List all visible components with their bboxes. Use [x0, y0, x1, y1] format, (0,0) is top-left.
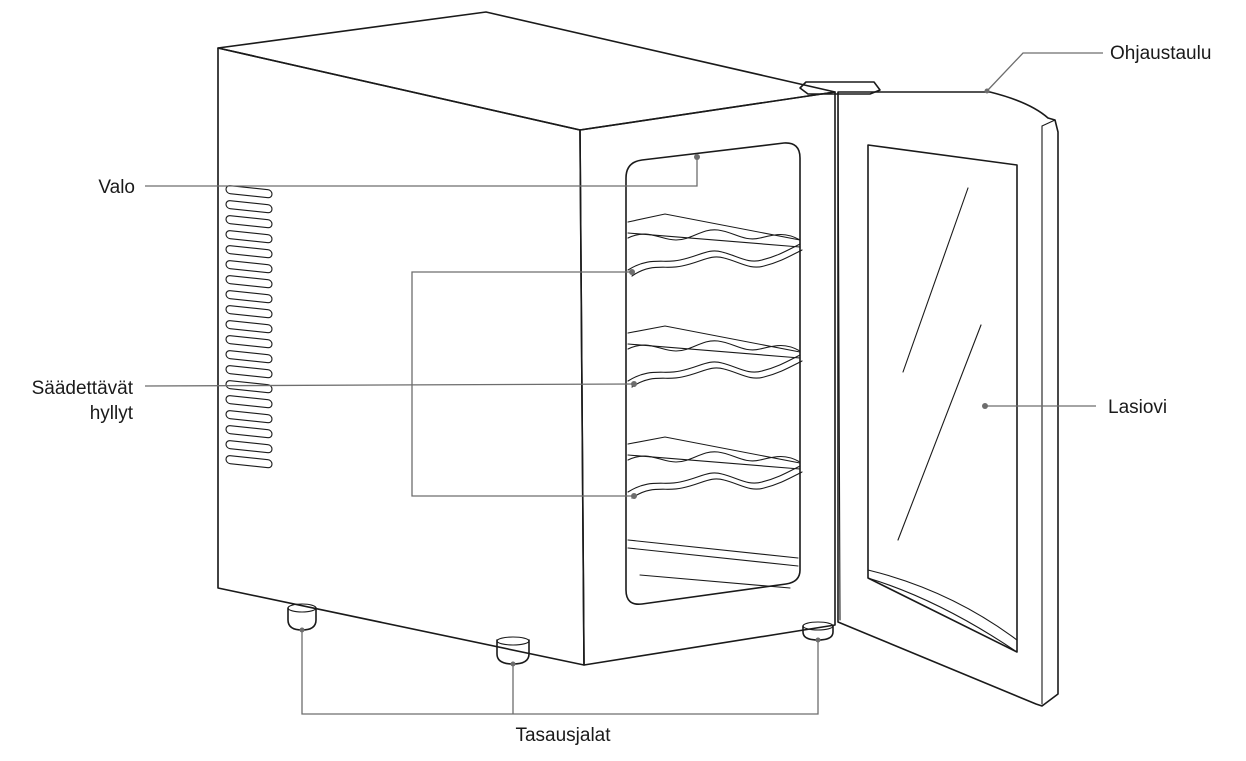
vent-slot — [225, 335, 273, 349]
callout-leaders — [144, 52, 1103, 715]
wine-rack-3 — [627, 436, 803, 499]
ventilation-grille — [225, 185, 273, 469]
vent-slot — [225, 350, 273, 364]
door-outer-frame — [837, 91, 1059, 707]
control-panel-housing — [799, 81, 881, 95]
vent-slot — [225, 395, 273, 409]
label-adjustable-shelves-line2: hyllyt — [90, 403, 134, 424]
label-leveling-feet: Tasausjalat — [515, 725, 611, 746]
vent-slot — [225, 440, 273, 454]
vent-slot — [225, 260, 273, 274]
vent-slot — [225, 245, 273, 259]
label-control-panel: Ohjaustaulu — [1110, 43, 1211, 64]
wine-rack-2 — [627, 325, 803, 388]
cabinet-body — [217, 11, 881, 666]
glass-reflection-2 — [897, 324, 982, 541]
glass-reflection-1 — [902, 187, 969, 373]
feet-bracket — [301, 630, 819, 715]
glass-door — [837, 91, 1059, 707]
leveling-foot-right — [802, 621, 834, 641]
wine-rack-1 — [627, 213, 803, 277]
vent-slot — [225, 275, 273, 289]
light-leader — [145, 157, 698, 187]
vent-slot — [225, 365, 273, 379]
vent-slot — [225, 215, 273, 229]
control-panel-leader — [986, 52, 1103, 92]
leveling-feet — [287, 603, 834, 665]
vent-slot — [225, 185, 273, 199]
label-glass-door: Lasiovi — [1108, 397, 1167, 418]
vent-slot — [225, 320, 273, 334]
vent-slot — [225, 305, 273, 319]
vent-slot — [225, 425, 273, 439]
vent-slot — [225, 230, 273, 244]
vent-slot — [225, 410, 273, 424]
shelves-leader — [144, 383, 635, 387]
cabinet-side-panel — [217, 47, 585, 666]
label-adjustable-shelves-line1: Säädettävät — [32, 378, 134, 399]
vent-slot — [225, 380, 273, 394]
vent-slot — [225, 200, 273, 214]
label-light: Valo — [98, 177, 135, 198]
shelves-bracket — [411, 271, 634, 497]
interior-cavity — [625, 142, 801, 606]
cabinet-top — [217, 11, 836, 131]
vent-slot — [225, 290, 273, 304]
wine-racks — [627, 213, 803, 499]
cabinet-front-frame — [579, 91, 836, 666]
vent-slot — [225, 455, 273, 469]
interior-opening — [625, 142, 801, 606]
